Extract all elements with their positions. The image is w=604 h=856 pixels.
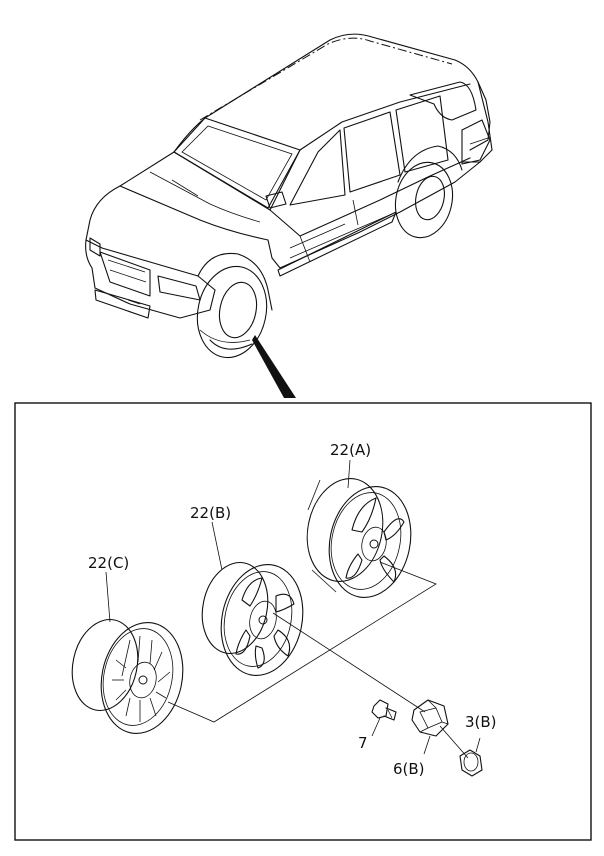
assembly-line-wheels [167,561,437,723]
nut-3b [459,737,483,777]
label-6b: 6(B) [393,760,425,778]
wheel-22c [71,618,184,734]
assembly-line-nut [439,725,469,759]
stud-7 [371,699,397,737]
leader-22c [105,571,111,623]
label-22c: 22(C) [88,554,129,572]
wheel-22b [201,561,304,676]
wheel-22a [306,478,412,598]
pointer-arrow [252,335,296,398]
label-22a: 22(A) [330,441,371,459]
leader-22a [347,459,351,489]
label-7: 7 [358,734,368,752]
leader-22b [211,521,223,571]
detail-frame [14,402,592,841]
assembly-line-b [272,612,426,713]
label-22b: 22(B) [190,504,231,522]
vehicle-illustration [85,33,493,398]
cap-6b [411,699,449,755]
label-3b: 3(B) [465,713,497,731]
